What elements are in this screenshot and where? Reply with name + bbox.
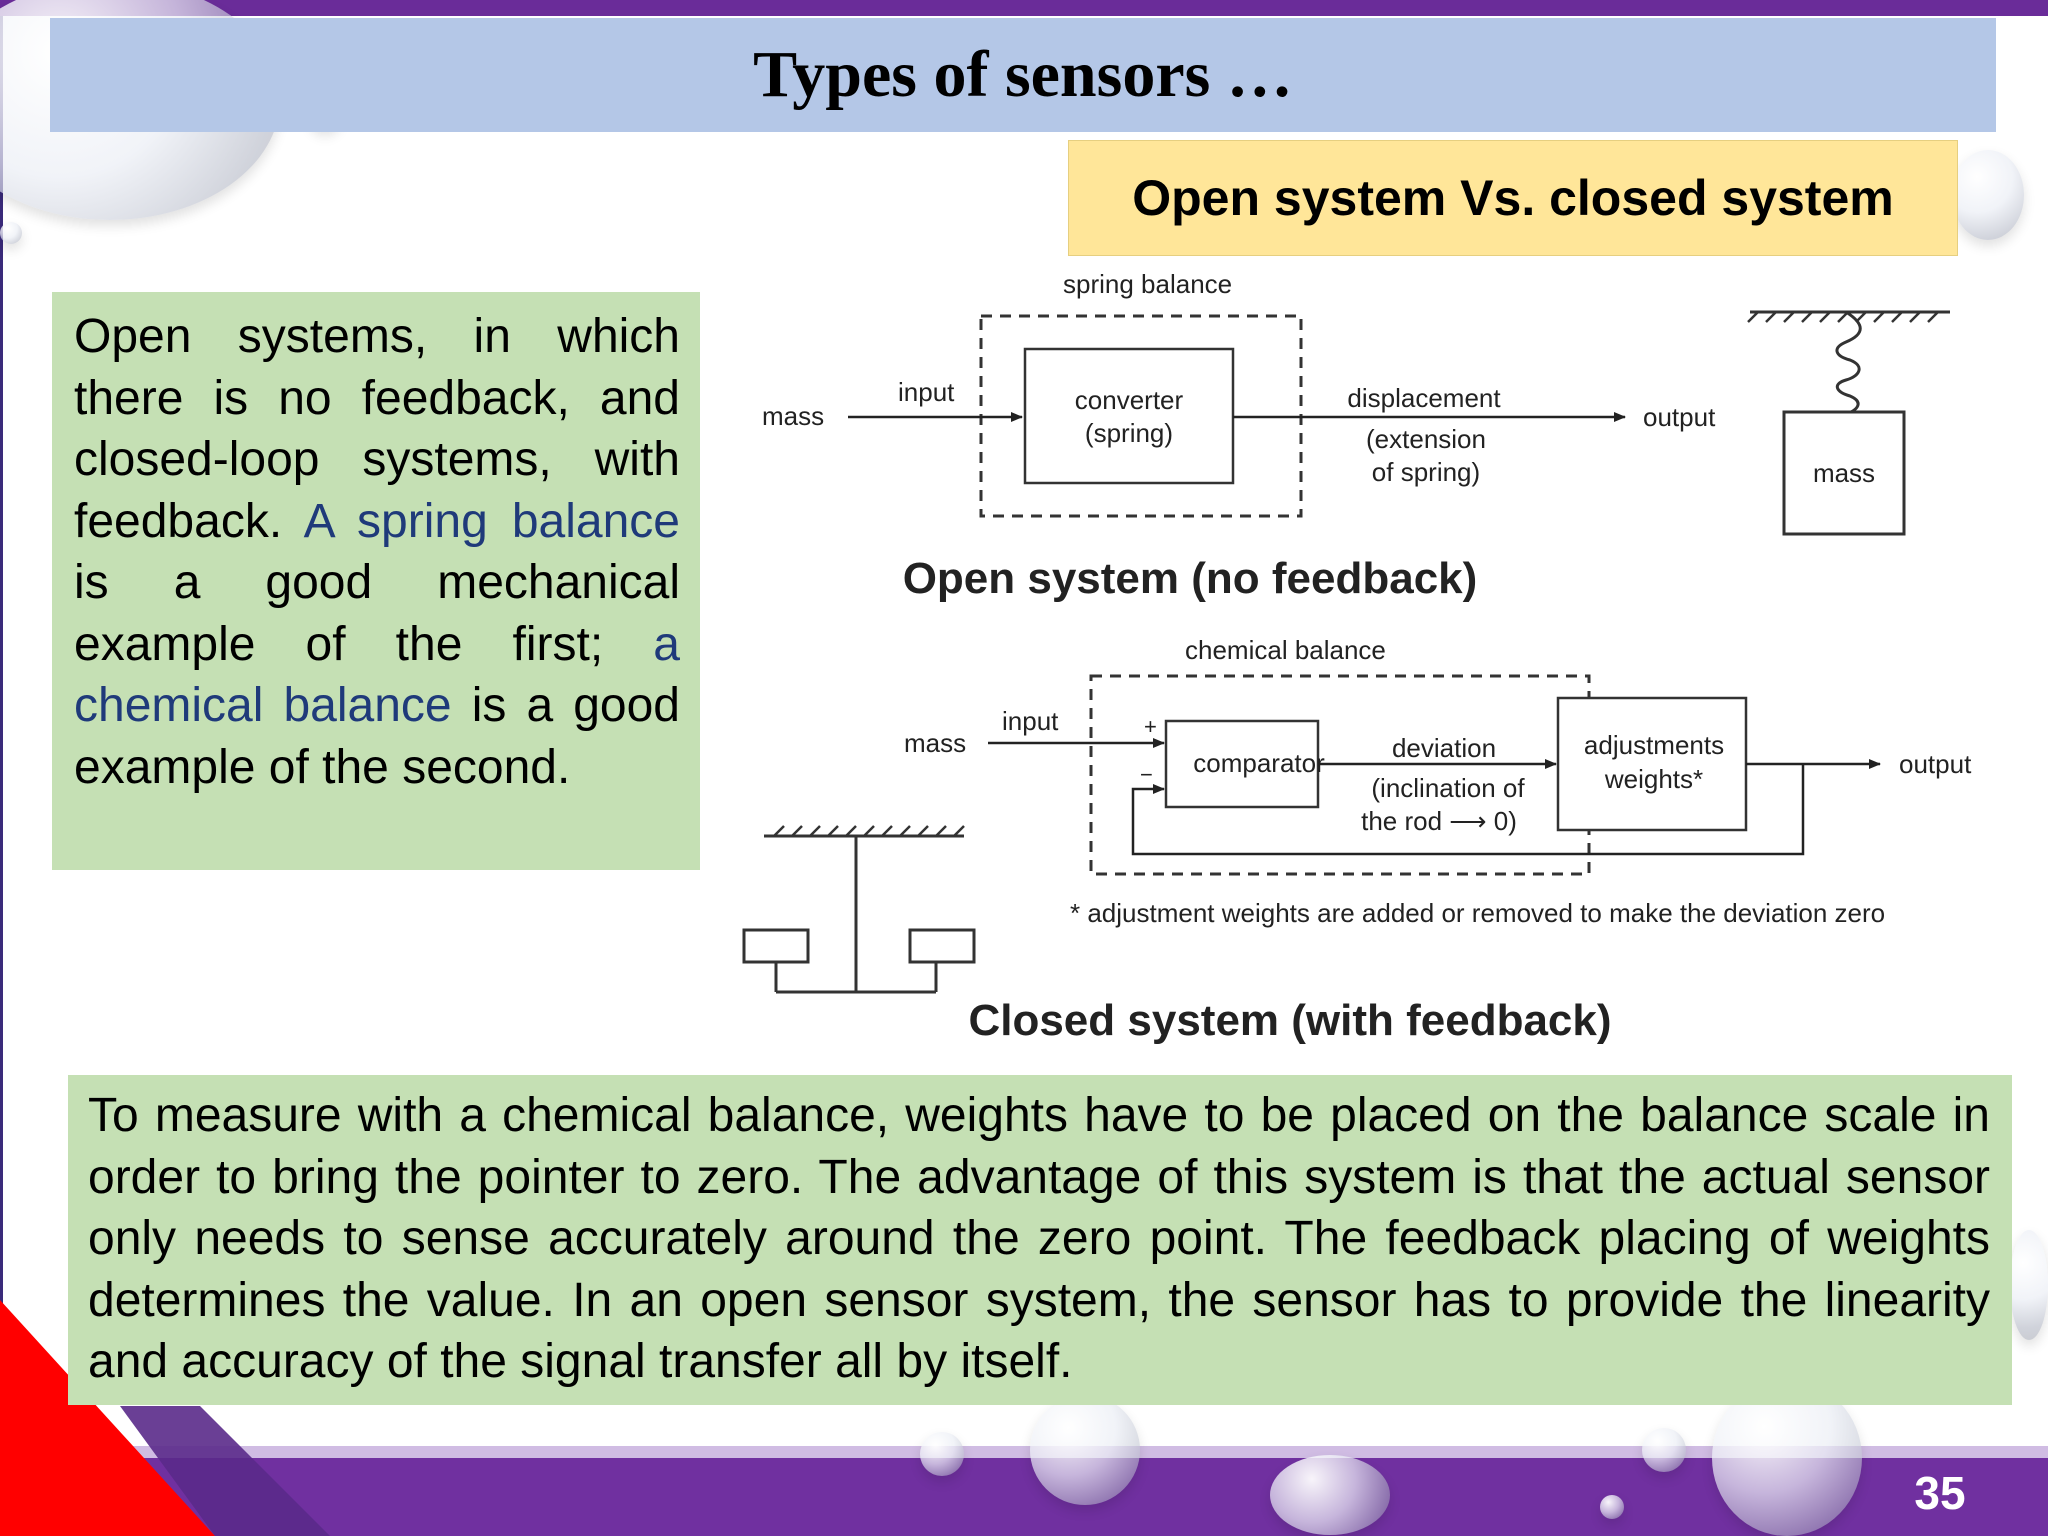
- chemical-balance-illustration: [742, 825, 976, 994]
- bubble-decoration: [2010, 1230, 2048, 1340]
- bubble-decoration: [1712, 1380, 1862, 1536]
- bottom-bar-highlight: [0, 1446, 2048, 1458]
- closed-footnote: * adjustment weights are added or remove…: [1070, 898, 1885, 928]
- comparator-box: [1164, 719, 1320, 809]
- bubble-decoration: [1952, 150, 2024, 240]
- bubble-decoration: [1270, 1455, 1390, 1535]
- closed-system-diagram: chemical balance mass input + comparator…: [742, 635, 1972, 1045]
- open-output-label: output: [1643, 402, 1716, 432]
- extension-label-1: (extension: [1366, 424, 1486, 454]
- adjustments-label-1: adjustments: [1584, 730, 1724, 760]
- converter-box: [1023, 347, 1235, 485]
- open-mass-label: mass: [762, 401, 824, 431]
- bubble-decoration: [0, 222, 22, 244]
- open-input-label: input: [898, 377, 955, 407]
- closed-input-label: input: [1002, 706, 1059, 736]
- displacement-label: displacement: [1347, 383, 1501, 413]
- closed-system-caption: Closed system (with feedback): [968, 996, 1611, 1045]
- systems-diagram: spring balance mass input converter (spr…: [742, 269, 1972, 1045]
- left-text-part3: is a good mechanical example of the firs…: [74, 556, 680, 671]
- closed-mass-label: mass: [904, 728, 966, 758]
- inclination-label-1: (inclination of: [1371, 773, 1525, 803]
- spring-balance-illustration: [1747, 310, 1950, 536]
- bubble-decoration: [1642, 1428, 1686, 1472]
- bottom-paragraph: To measure with a chemical balance, weig…: [88, 1089, 1990, 1388]
- left-paragraph: Open systems, in which there is no feedb…: [74, 306, 680, 798]
- adjustments-box: [1556, 696, 1748, 832]
- subtitle-banner: Open system Vs. closed system: [1068, 140, 1958, 256]
- bottom-text-box: To measure with a chemical balance, weig…: [68, 1075, 2012, 1405]
- left-accent-edge: [0, 16, 3, 1456]
- feedback-loop: [1131, 764, 1805, 856]
- bubble-decoration: [1030, 1395, 1140, 1505]
- slide-title-bar: Types of sensors …: [50, 18, 1996, 132]
- left-text-box: Open systems, in which there is no feedb…: [52, 292, 700, 870]
- open-system-caption: Open system (no feedback): [903, 554, 1478, 603]
- subtitle-text: Open system Vs. closed system: [1132, 170, 1894, 226]
- open-system-diagram: spring balance mass input converter (spr…: [762, 269, 1950, 603]
- chemical-balance-label: chemical balance: [1185, 635, 1386, 665]
- minus-sign: −: [1140, 762, 1153, 787]
- adjustments-label-2: weights*: [1604, 764, 1703, 794]
- bottom-accent-bar: [0, 1458, 2048, 1536]
- left-text-part1: Open systems, in which there is no feedb…: [74, 310, 680, 548]
- deviation-label: deviation: [1392, 733, 1496, 763]
- plus-sign: +: [1144, 714, 1157, 739]
- left-text-part5: is a good example of the second.: [74, 679, 680, 794]
- spring-balance-label: spring balance: [1063, 269, 1232, 299]
- bubble-decoration: [920, 1432, 964, 1476]
- converter-sublabel: (spring): [1085, 418, 1173, 448]
- comparator-label: comparator: [1193, 748, 1325, 778]
- extension-label-2: of spring): [1372, 457, 1480, 487]
- page-number: 35: [1914, 1467, 1966, 1519]
- inclination-label-2: the rod ⟶ 0): [1361, 806, 1517, 836]
- left-text-chemical-balance: a chemical balance: [74, 617, 680, 733]
- left-text-spring-balance: A spring balance: [303, 494, 680, 548]
- bubble-decoration: [1600, 1495, 1624, 1519]
- closed-output-label: output: [1899, 749, 1972, 779]
- converter-label: converter: [1075, 385, 1184, 415]
- slide-title: Types of sensors …: [753, 38, 1293, 111]
- top-accent-bar: [0, 0, 2048, 16]
- hanging-mass-label: mass: [1813, 458, 1875, 488]
